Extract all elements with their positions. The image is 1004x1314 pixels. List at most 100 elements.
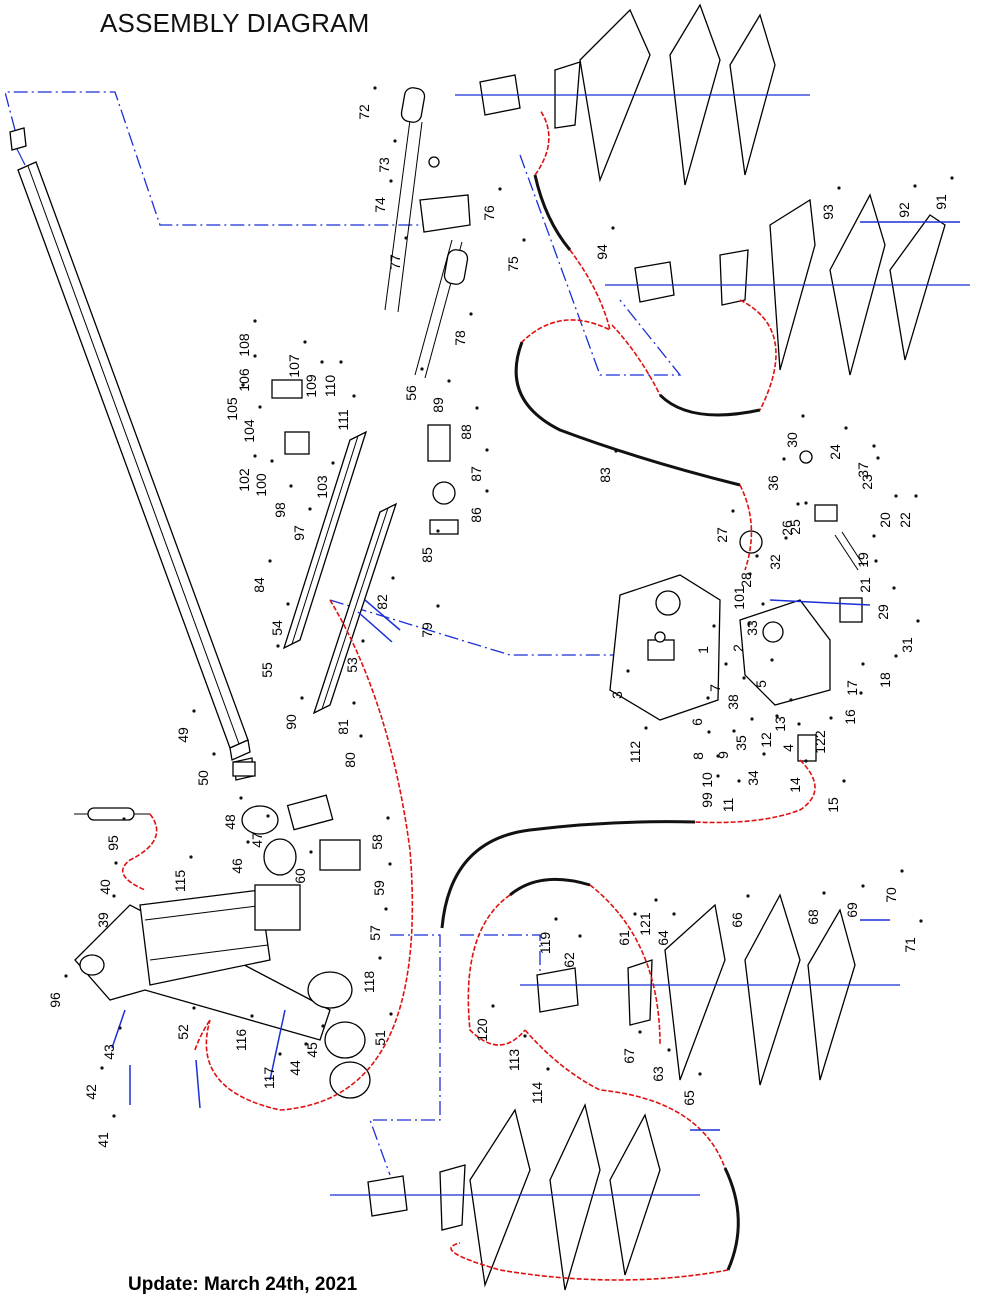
leader-dot-7: [724, 662, 728, 666]
leader-dot-75: [522, 238, 526, 242]
leader-dot-85: [436, 529, 440, 533]
leader-dot-51: [389, 1012, 393, 1016]
leader-dot-60: [309, 850, 313, 854]
leader-dot-16: [859, 691, 863, 695]
leader-dot-21: [874, 559, 878, 563]
part-label-94: 94: [594, 244, 610, 260]
leader-dot-64: [672, 912, 676, 916]
leader-dot-44: [304, 1042, 308, 1046]
part-label-1: 1: [695, 646, 711, 654]
part-label-103: 103: [314, 475, 330, 499]
part-label-4: 4: [780, 744, 796, 752]
leader-dot-70: [900, 869, 904, 873]
leader-dot-36: [782, 457, 786, 461]
leader-dot-9: [732, 729, 736, 733]
leader-dot-109: [320, 360, 324, 364]
leader-dot-112: [644, 726, 648, 730]
leader-dot-87: [485, 448, 489, 452]
leader-dot-38: [742, 676, 746, 680]
leader-dot-86: [485, 489, 489, 493]
part-label-18: 18: [877, 672, 893, 688]
part-label-12: 12: [758, 732, 774, 748]
part-label-57: 57: [367, 925, 383, 941]
part-label-120: 120: [474, 1018, 490, 1042]
leader-dot-32: [784, 536, 788, 540]
part-label-112: 112: [627, 741, 643, 764]
leader-dot-2: [747, 622, 751, 626]
leader-dot-104: [258, 405, 262, 409]
part-label-51: 51: [372, 1030, 388, 1046]
leader-dot-25: [804, 501, 808, 505]
part-label-40: 40: [97, 879, 113, 895]
leader-dot-29: [892, 586, 896, 590]
leader-dot-106: [253, 354, 257, 358]
part-label-67: 67: [621, 1048, 637, 1064]
part-label-80: 80: [342, 752, 358, 768]
part-label-91: 91: [933, 194, 949, 210]
leader-dot-34: [762, 752, 766, 756]
leader-dot-95: [122, 817, 126, 821]
leader-dot-12: [775, 714, 779, 718]
leader-dot-13: [789, 698, 793, 702]
leader-dot-30: [801, 414, 805, 418]
part-label-6: 6: [689, 718, 705, 726]
leader-dot-72: [373, 86, 377, 90]
leader-dot-113: [523, 1034, 527, 1038]
part-label-73: 73: [376, 157, 392, 173]
part-label-99: 99: [699, 792, 715, 808]
leader-dot-48: [239, 796, 243, 800]
hydraulic-hoses: [121, 109, 816, 1281]
leader-dot-41: [112, 1114, 116, 1118]
part-label-34: 34: [745, 770, 761, 786]
leader-dot-27: [731, 509, 735, 513]
part-label-54: 54: [269, 620, 285, 636]
leader-dot-120: [491, 1004, 495, 1008]
leader-dot-79: [436, 604, 440, 608]
part-label-77: 77: [387, 254, 403, 270]
part-label-8: 8: [690, 752, 706, 760]
leader-dot-103: [331, 461, 335, 465]
leader-dot-65: [698, 1072, 702, 1076]
part-label-109: 109: [303, 374, 319, 398]
leader-dot-22: [914, 494, 918, 498]
leader-dot-82: [391, 576, 395, 580]
leader-dot-96: [64, 974, 68, 978]
leader-dot-57: [384, 907, 388, 911]
leader-dot-101: [748, 572, 752, 576]
leader-dot-33: [761, 602, 765, 606]
part-label-105: 105: [224, 397, 240, 421]
leader-dot-15: [842, 779, 846, 783]
part-label-53: 53: [344, 657, 360, 673]
leader-dot-74: [389, 179, 393, 183]
leader-dot-47: [266, 814, 270, 818]
spring-95: [74, 807, 150, 821]
part-label-90: 90: [283, 714, 299, 730]
leader-dot-43: [118, 1026, 122, 1030]
part-label-36: 36: [765, 475, 781, 491]
part-label-27: 27: [714, 527, 730, 543]
leader-dot-54: [286, 602, 290, 606]
part-label-104: 104: [241, 419, 257, 443]
part-label-85: 85: [419, 547, 435, 563]
part-label-117: 117: [261, 1067, 277, 1090]
part-label-62: 62: [561, 952, 577, 968]
part-label-22: 22: [897, 512, 913, 528]
leader-dot-56: [420, 367, 424, 371]
part-label-13: 13: [772, 716, 788, 732]
part-label-7: 7: [707, 684, 723, 692]
part-label-60: 60: [292, 868, 308, 884]
part-label-37: 37: [855, 462, 871, 478]
leader-dot-93: [837, 186, 841, 190]
part-label-102: 102: [236, 468, 252, 492]
part-label-21: 21: [857, 577, 873, 593]
part-label-15: 15: [825, 797, 841, 813]
update-note: Update: March 24th, 2021: [128, 1274, 358, 1295]
part-label-121: 121: [637, 912, 653, 936]
part-label-65: 65: [681, 1090, 697, 1106]
part-label-84: 84: [251, 577, 267, 593]
leader-dot-117: [278, 1052, 282, 1056]
diagram-title: ASSEMBLY DIAGRAM: [100, 8, 370, 38]
leader-dot-4: [797, 722, 801, 726]
arm-frame: [271, 379, 459, 715]
leader-dot-14: [804, 759, 808, 763]
